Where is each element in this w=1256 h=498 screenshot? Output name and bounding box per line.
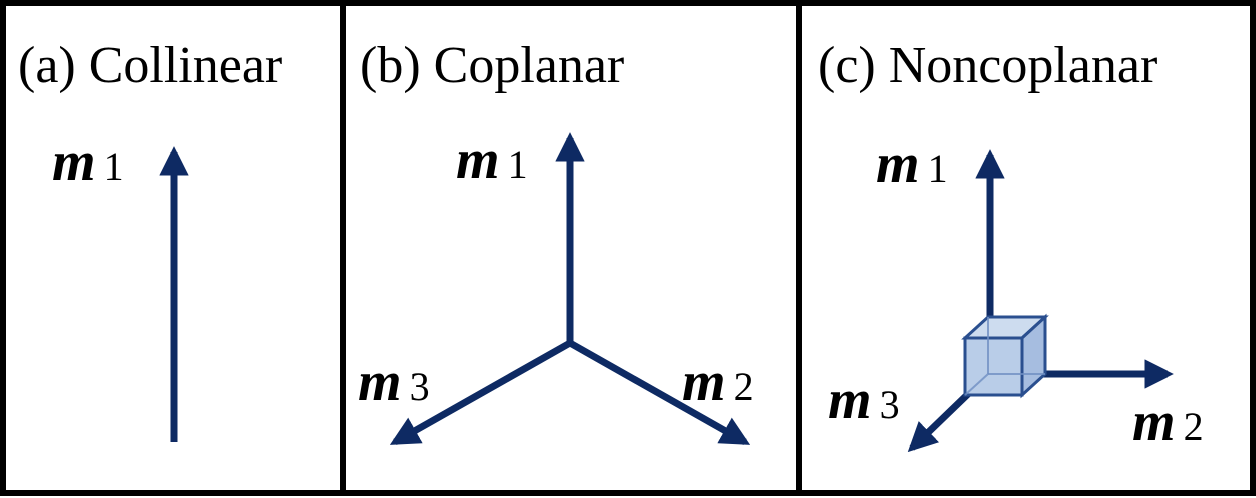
panel-b-title: (b) Coplanar [360,37,624,94]
panel-a-title: (a) Collinear [18,37,282,94]
panel-c-border [796,0,1256,496]
m3-arrow [389,339,572,446]
panel-c-title: (c) Noncoplanar [818,37,1157,94]
m3-arrow [907,391,971,453]
cube-icon [961,313,1049,399]
m2-arrow [568,339,751,446]
